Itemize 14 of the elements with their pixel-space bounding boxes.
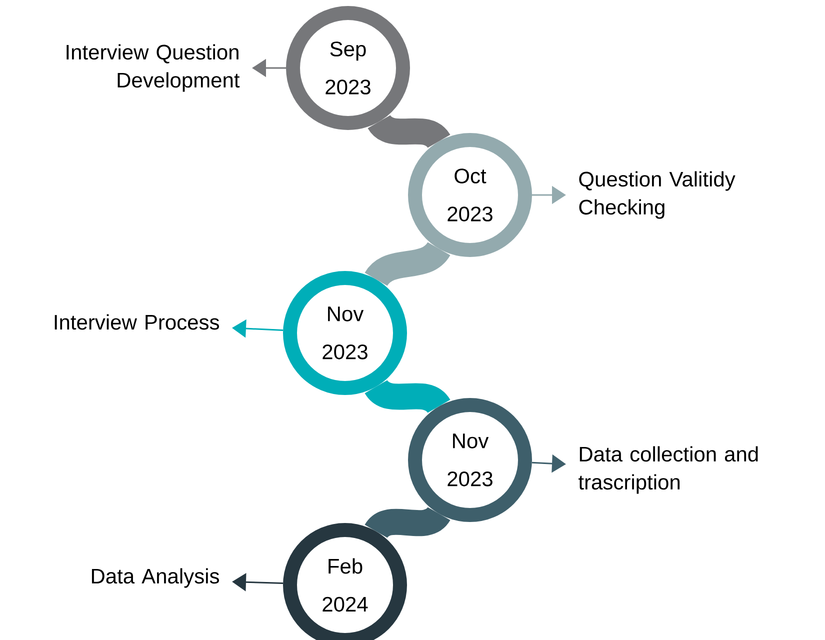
date-ring: Nov 2023	[283, 271, 407, 395]
step-label: Question Valitidy Checking	[579, 171, 736, 219]
ribbon-connector	[368, 114, 450, 150]
ribbon-connector	[366, 378, 450, 414]
step-label: Data Analysis	[92, 568, 220, 588]
date-ring: Oct 2023	[408, 133, 532, 257]
date-ring: Feb 2024	[283, 523, 407, 640]
step-label: Interview Question Development	[66, 44, 240, 92]
step-label: Data collection and trascription	[578, 446, 758, 494]
ribbon-connector	[366, 506, 450, 540]
date-ring: Nov 2023	[408, 398, 532, 522]
step-label: Interview Process	[54, 314, 220, 330]
date-ring: Sep 2023	[286, 6, 410, 130]
ribbon-connector	[366, 240, 450, 288]
